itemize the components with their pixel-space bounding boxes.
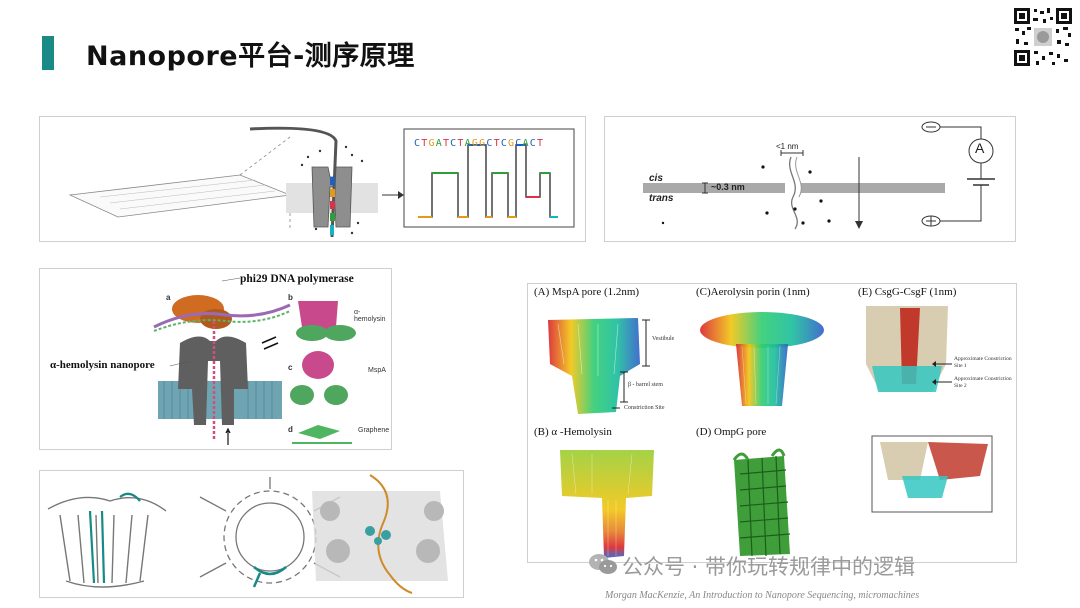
panel-pore-gallery: (A) MspA pore (1.2nm) (C)Aerolysin porin…: [527, 283, 1017, 563]
label-ompg: (D) OmpG pore: [696, 426, 767, 438]
cis-label: cis: [649, 173, 663, 184]
panel-circuit-diagram: cis trans <1 nm ~0.3 nm A: [604, 116, 1016, 242]
sequence-base: C: [450, 138, 458, 149]
constriction-site-2-label: Approximate Constriction Site 2: [954, 376, 1012, 389]
sequence-base: T: [493, 138, 501, 149]
label-mspa: (A) MspA pore (1.2nm): [534, 286, 640, 298]
sequence-base: C: [486, 138, 494, 149]
dna-sequence: CTGATCTAGGCTCGCACT: [414, 133, 544, 151]
qr-code: [1012, 6, 1074, 68]
sequence-base: T: [536, 138, 545, 149]
hemolysin-label: α-hemolysin nanopore: [50, 359, 155, 371]
panel-sequencing-schematic: CTGATCTAGGCTCGCACT: [39, 116, 586, 242]
title-accent-bar: [42, 36, 54, 70]
sub-label-c: c: [288, 363, 293, 372]
hemolysin-polymerase-figure: [153, 274, 356, 445]
vestibule-label: Vestibule: [652, 336, 675, 342]
circuit-diagram-figure: [643, 121, 995, 230]
slide-title: Nanopore平台-测序原理: [86, 41, 415, 72]
label-csgg: (E) CsgG-CsgF (1nm): [858, 286, 957, 298]
sequence-base: A: [435, 138, 443, 149]
sub-label-a: a: [166, 293, 171, 302]
c-mspa-text: MspA: [368, 367, 386, 374]
sequence-base: C: [500, 138, 509, 149]
protein-structures-figure: [47, 474, 448, 594]
d-graphene-text: Graphene: [358, 427, 390, 434]
barrel-label: β - barrel stem: [628, 382, 663, 388]
sequence-base: C: [515, 138, 523, 149]
trans-label: trans: [649, 193, 674, 204]
constriction-site-1-label: Approximate Constriction Site 1: [954, 356, 1012, 369]
source-caption: Morgan MacKenzie, An Introduction to Nan…: [605, 590, 920, 601]
sequence-base: T: [442, 138, 451, 149]
sequence-base: C: [529, 138, 537, 149]
sequence-base: G: [471, 138, 480, 149]
sequence-base: G: [479, 138, 487, 149]
sequence-base: A: [522, 138, 530, 149]
wechat-logo-icon: [588, 552, 618, 581]
panel-protein-structures: [39, 470, 464, 598]
sub-label-d: d: [288, 425, 293, 434]
ammeter-label: A: [975, 140, 985, 156]
label-hemolysin: (B) α -Hemolysin: [534, 426, 612, 438]
sequence-base: C: [414, 138, 422, 149]
watermark-text: 公众号 · 带你玩转规律中的逻辑: [622, 555, 916, 579]
sequencing-schematic-figure: [68, 126, 575, 238]
sequence-base: G: [428, 138, 436, 149]
membrane-thickness-label: ~0.3 nm: [711, 182, 745, 192]
sequence-base: G: [508, 138, 516, 149]
sub-label-b: b: [288, 293, 293, 302]
constriction-label: Constriction Site: [624, 405, 665, 411]
sequence-base: A: [464, 138, 472, 149]
b-hemolysin-text: α-hemolysin: [354, 309, 386, 323]
pore-width-label: <1 nm: [776, 142, 799, 151]
panel-hemolysin-polymerase: phi29 DNA polymerase α-hemolysin nanopor…: [39, 268, 392, 450]
sequence-base: T: [457, 138, 465, 149]
polymerase-label: phi29 DNA polymerase: [240, 273, 354, 285]
pore-gallery-figure: [548, 306, 993, 558]
label-aerolysin: (C)Aerolysin porin (1nm): [696, 286, 810, 298]
sequence-base: T: [421, 138, 429, 149]
